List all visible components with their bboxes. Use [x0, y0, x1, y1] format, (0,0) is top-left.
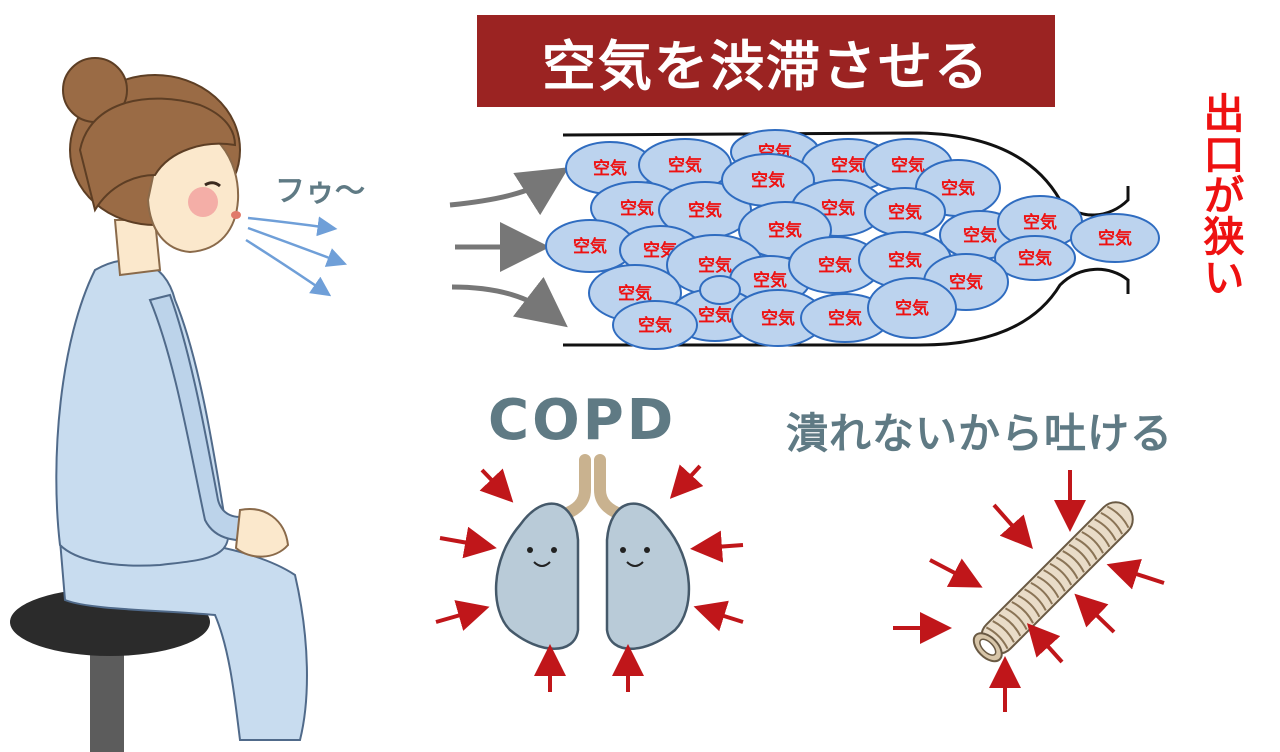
- air-bubble-label: 空気: [593, 158, 627, 179]
- air-bubble: 空気: [545, 219, 635, 273]
- air-bubble-label: 空気: [828, 308, 862, 329]
- tube-caption: 潰れないから吐ける: [786, 409, 1174, 458]
- air-bubble-label: 空気: [761, 308, 795, 329]
- air-bubble-label: 空気: [753, 270, 787, 291]
- air-bubble: 空気: [1070, 213, 1160, 263]
- title-banner: 空気を渋滞させる: [477, 15, 1055, 107]
- coiled-tube-icon: [972, 501, 1134, 663]
- air-bubble: 空気: [867, 277, 957, 339]
- air-bubble-label: 空気: [895, 298, 929, 319]
- air-bubble-label: 空気: [888, 202, 922, 223]
- pressure-arrow-icon: [893, 470, 1165, 712]
- air-bubble-label: 空気: [1023, 212, 1057, 233]
- air-bubble: 空気: [864, 187, 946, 237]
- air-bubble: 空気: [994, 235, 1076, 281]
- airway-tube-diagram: [562, 131, 1130, 347]
- copd-label: COPD: [488, 388, 677, 453]
- pressure-arrow-icon: [435, 464, 744, 692]
- air-bubble: 空気: [658, 181, 752, 239]
- seated-woman-figure: [10, 57, 308, 752]
- air-bubble-label: 空気: [949, 272, 983, 293]
- lungs-icon: [494, 454, 691, 650]
- air-bubble-group: 空気空気空気空気空気空気空気空気空気空気空気空気空気空気空気空気空気空気空気空気…: [545, 129, 1160, 350]
- stool-leg: [90, 640, 124, 752]
- air-bubble-label: 空気: [941, 178, 975, 199]
- air-bubble: 空気: [612, 300, 698, 350]
- air-bubble-label: 空気: [1098, 228, 1132, 249]
- air-bubble-label: 空気: [638, 315, 672, 336]
- exit-narrow-label: 出口が狭い: [1196, 92, 1244, 297]
- air-bubble-label: 空気: [821, 198, 855, 219]
- air-bubble-label: 空気: [888, 250, 922, 271]
- air-bubble-label: 空気: [573, 236, 607, 257]
- air-bubble-label: 空気: [688, 200, 722, 221]
- air-bubble-label: 空気: [818, 255, 852, 276]
- air-bubble-label: 空気: [768, 220, 802, 241]
- air-bubble-label: 空気: [618, 283, 652, 304]
- air-bubble-label: 空気: [1018, 248, 1052, 269]
- air-bubble-label: 空気: [891, 155, 925, 176]
- flow-arrow-icon: [449, 167, 569, 328]
- breath-arrow-icon: [245, 216, 348, 297]
- air-bubble-label: 空気: [668, 155, 702, 176]
- air-bubble-label: 空気: [751, 170, 785, 191]
- title-text: 空気を渋滞させる: [542, 34, 990, 98]
- air-bubble-label: 空気: [698, 305, 732, 326]
- air-bubble-label: 空気: [620, 198, 654, 219]
- air-bubble: 空気: [590, 181, 684, 235]
- air-bubble: [699, 275, 741, 305]
- air-bubble-label: 空気: [963, 225, 997, 246]
- air-bubble: 空気: [638, 138, 732, 192]
- air-bubble-label: 空気: [698, 255, 732, 276]
- breath-sound-label: フゥ〜: [275, 174, 365, 209]
- air-bubble-label: 空気: [831, 155, 865, 176]
